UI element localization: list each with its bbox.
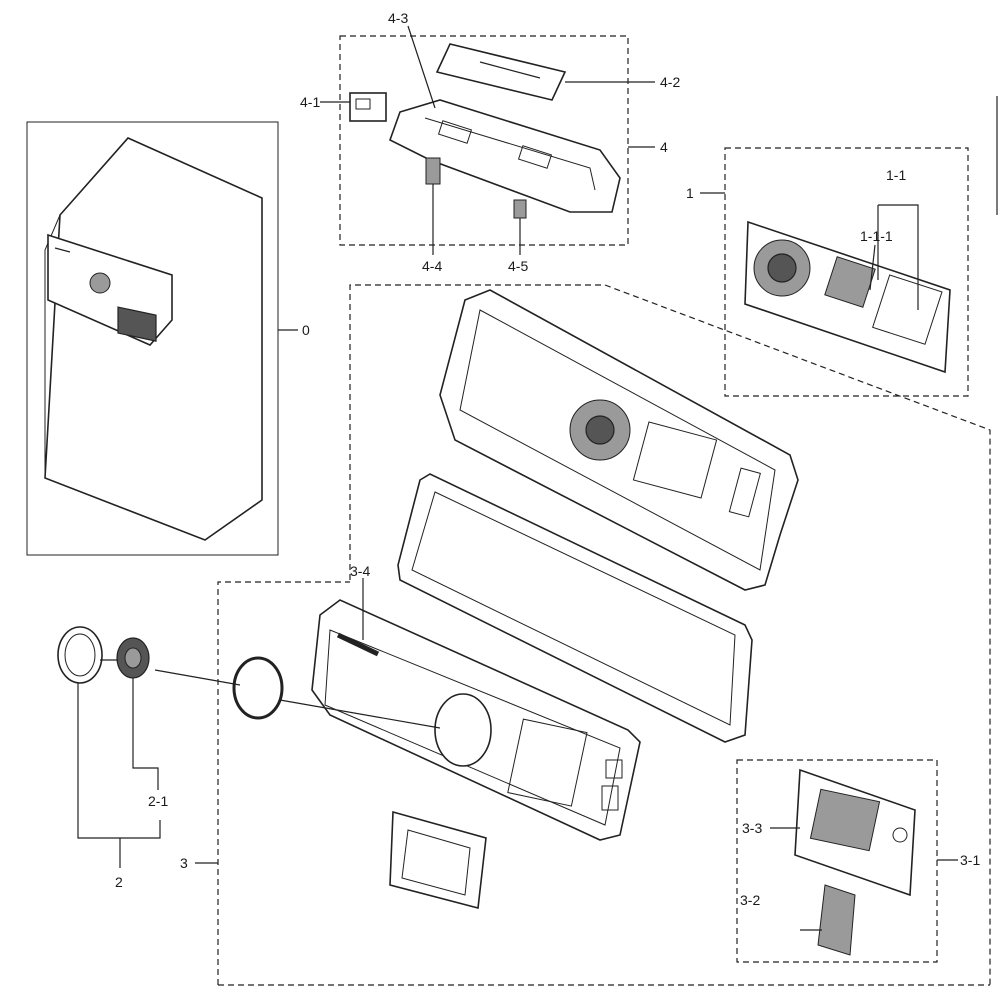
- part-4-2-badge: [435, 43, 567, 101]
- housing-slot-a: [437, 120, 473, 144]
- part-1-1-1-chip: [824, 256, 876, 308]
- keypad-film-cutout: [401, 829, 471, 896]
- knob-body-center: [124, 647, 142, 669]
- leader-1-1: [877, 204, 919, 310]
- assembly-1-pcb: 1 1-1 1-1-1: [686, 147, 969, 397]
- group-3-1-frame: [736, 759, 938, 963]
- part-1-1-module: [872, 274, 943, 345]
- leader-2-1: [132, 678, 159, 790]
- display-lcd: [809, 788, 881, 852]
- leader-2: [77, 683, 161, 868]
- knob-retainer-ring: [232, 656, 284, 720]
- housing-slot-b: [517, 145, 553, 169]
- assembly-0-washer: 0: [26, 121, 310, 556]
- leader-knob-to-retainer: [154, 669, 241, 686]
- washer-logo-mark: [54, 247, 71, 253]
- part-4-3-housing: [389, 99, 621, 213]
- front-panel-dial-hole: [434, 693, 492, 767]
- callout-1-1: 1-1: [886, 167, 906, 183]
- leader-1-1-1: [869, 244, 876, 291]
- part-4-5-connector: [513, 199, 527, 219]
- group-3-frame-left: [217, 581, 350, 985]
- assembly-4-top-bracket: 4-1 4-2 4-3 4-4 4-5 4: [300, 10, 680, 274]
- panel-gasket: [397, 473, 753, 743]
- washer-display: [117, 306, 157, 342]
- front-panel-key-b: [601, 785, 619, 811]
- callout-0: 0: [302, 322, 310, 338]
- panel-button-slot: [728, 467, 761, 518]
- clip-window: [355, 98, 371, 110]
- pcb-encoder-core: [767, 253, 797, 283]
- part-4-4-connector: [425, 157, 441, 185]
- callout-4-5: 4-5: [508, 258, 528, 274]
- front-panel-key-a: [605, 759, 623, 779]
- callout-3-3: 3-3: [742, 820, 762, 836]
- callout-3: 3: [180, 855, 188, 871]
- display-button: [892, 827, 908, 843]
- callout-2-1: 2-1: [148, 793, 168, 809]
- part-3-4-badge: [336, 632, 380, 657]
- group-1-frame: [724, 147, 969, 397]
- panel-housing: [439, 289, 799, 591]
- leader-4-3: [407, 25, 436, 109]
- panel-assembly-frame: [349, 284, 991, 985]
- callout-3-1: 3-1: [960, 852, 980, 868]
- part-4-1-clip: [349, 92, 387, 122]
- washer-side-edge: [44, 214, 61, 478]
- callout-2: 2: [115, 874, 123, 890]
- washer-knob: [89, 272, 111, 294]
- callout-1-1-1: 1-1-1: [860, 228, 893, 244]
- assembly-2-knob: 2-1 2: [57, 626, 441, 890]
- callout-1: 1: [686, 185, 694, 201]
- housing-rail: [424, 117, 596, 191]
- front-panel-display-window: [507, 718, 588, 807]
- panel-dial-core: [585, 415, 615, 445]
- gasket-inner: [411, 491, 736, 726]
- callout-4: 4: [660, 139, 668, 155]
- leader-retainer-to-panel: [279, 699, 441, 729]
- part-3-2-connector: [817, 884, 856, 956]
- gasket-outer: [397, 473, 753, 743]
- group-4-frame: [339, 35, 629, 246]
- callout-4-4: 4-4: [422, 258, 442, 274]
- callout-4-3: 4-3: [388, 10, 408, 26]
- keypad-film: [389, 810, 487, 910]
- callout-3-4: 3-4: [350, 563, 370, 579]
- assembly-3-1-display-module: 3-3 3-2 3-1: [736, 759, 980, 963]
- group-0-frame: [26, 121, 279, 556]
- control-panel-inner: [459, 309, 776, 571]
- callout-4-1: 4-1: [300, 94, 320, 110]
- assembly-3-front-panel: 3-4 3: [180, 563, 990, 986]
- panel-display-window: [632, 421, 718, 499]
- knob-ring-inner: [64, 633, 96, 677]
- callout-3-2: 3-2: [740, 892, 760, 908]
- callout-4-2: 4-2: [660, 74, 680, 90]
- badge-logo: [479, 61, 541, 79]
- front-panel-inner: [324, 629, 621, 826]
